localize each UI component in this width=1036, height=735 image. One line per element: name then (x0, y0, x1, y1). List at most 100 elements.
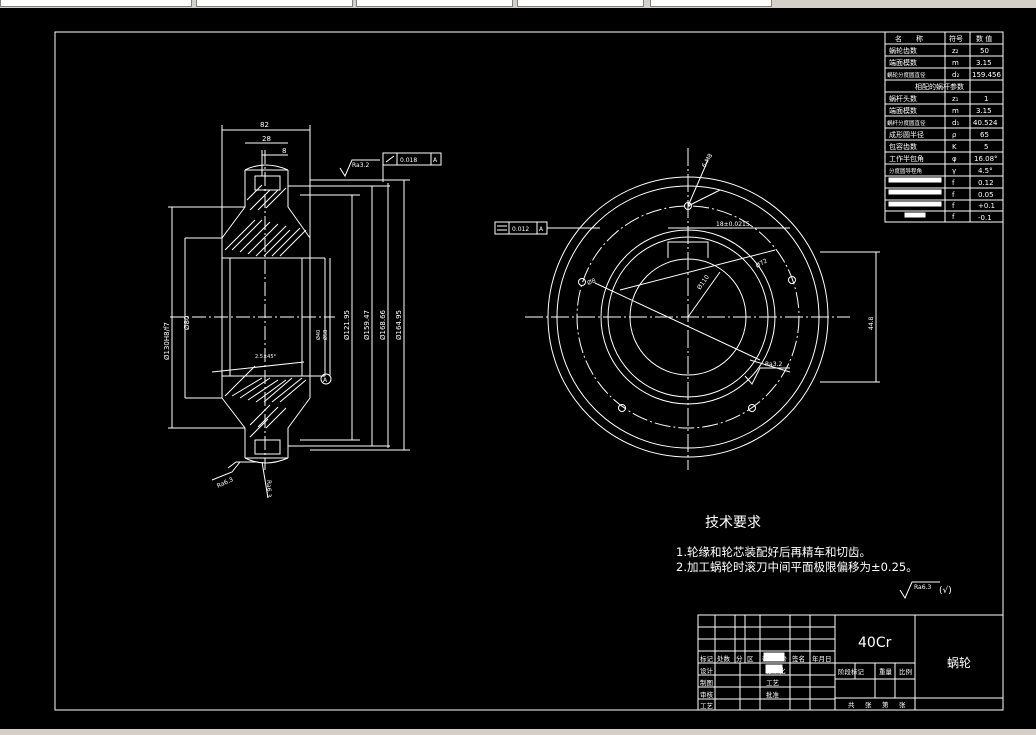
datum-label: A (323, 377, 328, 384)
dim-label: Ø164.95 (395, 310, 403, 340)
param-symbol: f (952, 179, 955, 187)
param-symbol: m (952, 59, 959, 67)
title-block-label: 标准化 (766, 666, 786, 675)
app-toolbar (0, 0, 1036, 8)
toolbar-tab[interactable] (0, 0, 192, 7)
title-block-label: 比例 (899, 667, 912, 676)
front-view (494, 148, 880, 470)
param-symbol: ρ (952, 131, 957, 139)
requirements-title: 技术要求 (705, 515, 761, 531)
param-symbol: z₁ (952, 95, 959, 103)
param-label: 工作半包角 (889, 154, 924, 163)
param-symbol: φ (952, 155, 957, 163)
dim-label: 6-M8 (701, 152, 715, 169)
param-symbol: f (952, 202, 955, 210)
param-label: 蜗杆头数 (889, 94, 917, 103)
status-bar (0, 729, 1036, 735)
title-block-label: 年月日 (812, 654, 832, 663)
material-label: 40Cr (858, 635, 892, 651)
param-label: 分度圆导程角 (889, 167, 922, 175)
title-block-label: 分 (736, 654, 743, 663)
title-block (697, 614, 1004, 711)
drawing-border (54, 31, 1004, 711)
param-symbol: z₂ (952, 47, 959, 55)
title-block-label: 张 (899, 700, 906, 709)
dim-label: 28 (262, 135, 271, 143)
title-block-label: 阶段标记 (838, 667, 865, 676)
dim-label: Ø159.47 (363, 310, 371, 340)
title-block-label: 第 (882, 700, 889, 709)
dim-label: 2.5×45° (255, 354, 277, 360)
param-value: 3.15 (976, 59, 992, 67)
dim-label: Ø8 (586, 277, 597, 287)
title-block-label: 标记 (700, 654, 714, 663)
dim-label: Ø40 (315, 330, 322, 340)
cad-drawing: 名 称 符号 数 值 蜗轮齿数 z₂ 50 端面模数 m 3.15 蜗轮分度圆直… (54, 31, 1004, 711)
param-symbol: m (952, 107, 959, 115)
dim-label: Ø168.66 (379, 309, 387, 340)
param-value: 65 (980, 131, 989, 139)
part-name: 蜗轮 (947, 655, 971, 670)
requirement-item: 2.加工蜗轮时滚刀中间平面极限偏移为±0.25。 (676, 560, 918, 574)
requirement-item: 1.轮缘和轮芯装配好后再精车和切齿。 (676, 545, 871, 559)
title-block-label: 区 (747, 655, 754, 663)
title-block-label: 张 (865, 700, 872, 709)
param-value: 159.456 (972, 71, 1001, 79)
param-label: 蜗杆分度圆直径 (887, 119, 926, 127)
roughness-label: Ra3.2 (352, 162, 369, 169)
param-value: 0.05 (978, 191, 994, 199)
title-block-label: 共 (848, 700, 855, 709)
param-value: 16.08° (974, 155, 998, 163)
dim-label: Ø58 (322, 330, 329, 340)
param-label: 包容齿数 (889, 142, 917, 151)
toolbar-tab[interactable] (650, 0, 772, 7)
param-subheader: 相配的蜗杆参数 (915, 82, 964, 91)
param-label: 端面模数 (889, 58, 917, 67)
param-value: +0.1 (978, 202, 995, 210)
toolbar-tab[interactable] (517, 0, 644, 7)
parameter-table (884, 31, 1004, 223)
param-value: 4.5° (978, 167, 993, 175)
toolbar-tab[interactable] (196, 0, 353, 7)
toolbar-tab[interactable] (356, 0, 513, 7)
param-header-symbol: 符号 (949, 34, 963, 43)
title-block-label: 工艺 (700, 702, 714, 710)
param-value: 3.15 (976, 107, 992, 115)
datum-label: A (539, 226, 544, 233)
vertical-scrollbar[interactable] (1024, 8, 1036, 729)
param-symbol: K (952, 143, 957, 151)
roughness-label: Ra6.3 (265, 480, 272, 497)
param-value: 50 (980, 47, 989, 55)
param-label: 成形圆半径 (889, 130, 924, 139)
dim-label: 82 (260, 121, 269, 129)
drawing-canvas[interactable]: 名 称 符号 数 值 蜗轮齿数 z₂ 50 端面模数 m 3.15 蜗轮分度圆直… (0, 8, 1036, 729)
dim-label: Ø72 (755, 257, 769, 269)
param-value: 40.524 (973, 119, 998, 127)
title-block-label: 签名 (792, 654, 805, 663)
roughness-label: Ra6.3 (216, 476, 235, 490)
roughness-suffix: (√) (939, 585, 952, 596)
param-value: 5 (984, 143, 988, 151)
dim-label: Ø121.95 (343, 310, 351, 340)
tolerance-value: 0.018 (400, 157, 417, 164)
roughness-label: Ra6.3 (914, 584, 931, 591)
param-label: 蜗轮齿数 (889, 46, 917, 55)
title-block-label: 工艺 (766, 679, 780, 687)
dim-label: 8 (282, 147, 286, 155)
title-block-label: 设计 (700, 666, 714, 675)
param-symbol: f (952, 191, 955, 199)
title-block-label: 制图 (700, 678, 713, 687)
title-block-label: 处数 (717, 654, 731, 663)
datum-label: A (433, 157, 438, 164)
title-block-label: 审核 (700, 690, 714, 699)
roughness-label: Ra3.2 (765, 361, 782, 368)
dim-label: Ø130H8/f7 (163, 322, 171, 360)
side-section-view (168, 125, 442, 499)
param-value: 0.12 (978, 179, 994, 187)
title-block-label: 更改文件号 (762, 656, 787, 663)
title-block-label: 重量 (879, 668, 893, 676)
param-value: -0.1 (978, 214, 992, 222)
param-symbol: d₂ (952, 71, 959, 79)
param-symbol: d₁ (952, 119, 959, 127)
dim-label: 18±0.0215 (716, 221, 750, 228)
